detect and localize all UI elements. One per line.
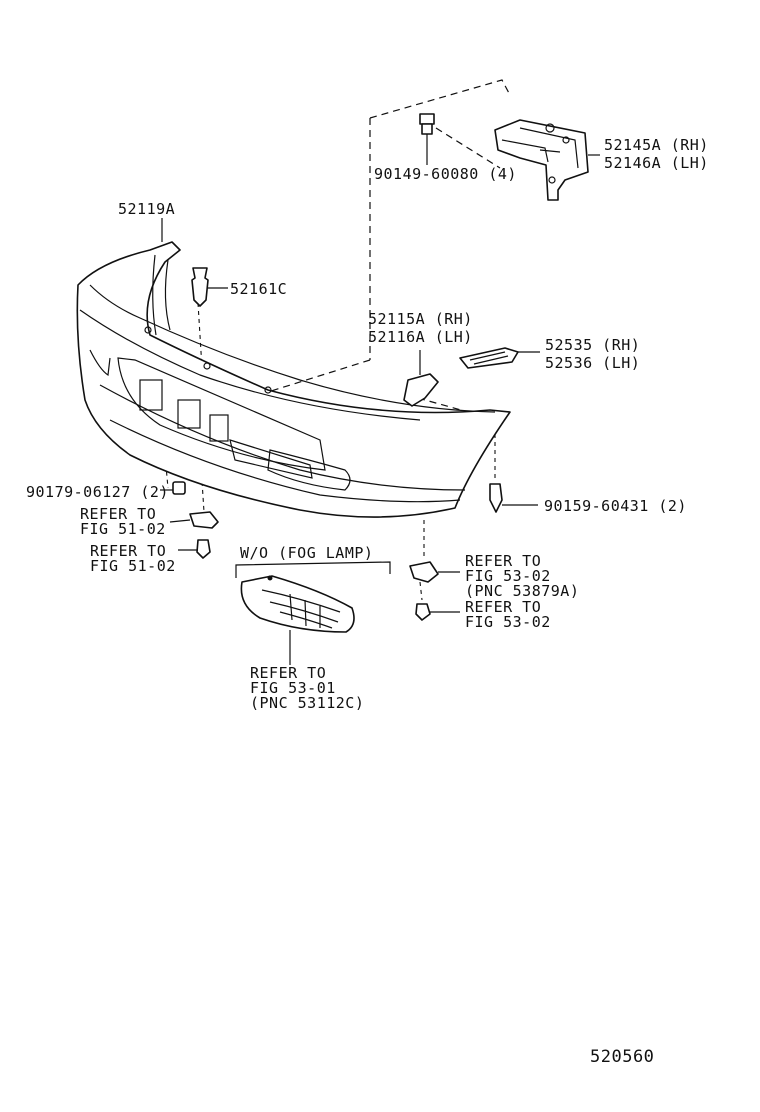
diagram-id: 520560 — [590, 1047, 655, 1067]
label-refer3-a: REFER TO — [465, 552, 542, 570]
label-52116a: 52116A (LH) — [368, 328, 473, 346]
screw-90159 — [489, 483, 538, 513]
label-52536: 52536 (LH) — [545, 354, 641, 372]
label-refer5-c: (PNC 53112C) — [250, 694, 365, 712]
piece-52535 — [459, 347, 540, 369]
label-refer2-b: FIG 51-02 — [90, 557, 176, 575]
label-refer3-b: FIG 53-02 — [465, 567, 551, 585]
label-52535: 52535 (RH) — [545, 336, 641, 354]
label-refer5-a: REFER TO — [250, 664, 327, 682]
label-refer5-b: FIG 53-01 — [250, 679, 336, 697]
label-52161c: 52161C — [230, 280, 288, 298]
label-refer2-a: REFER TO — [90, 542, 167, 560]
bumper-cover — [76, 241, 511, 518]
label-52115a: 52115A (RH) — [368, 310, 473, 328]
label-refer4-a: REFER TO — [465, 598, 542, 616]
fog-cover — [240, 575, 355, 665]
nut-fig53-right — [409, 561, 460, 621]
clip-90179 — [160, 481, 186, 495]
label-refer1-a: REFER TO — [80, 505, 157, 523]
bracket-52145a — [494, 119, 589, 201]
label-52146a: 52146A (LH) — [604, 154, 709, 172]
bolt-90149 — [419, 113, 435, 165]
label-refer4-b: FIG 53-02 — [465, 613, 551, 631]
nut-fig51-left — [169, 511, 219, 559]
label-refer1-b: FIG 51-02 — [80, 520, 166, 538]
label-90179: 90179-06127 (2) — [26, 483, 169, 501]
retainer-52115a — [403, 350, 439, 407]
label-90159: 90159-60431 (2) — [544, 497, 687, 515]
wo-fog-lamp-bracket-line — [235, 561, 391, 578]
label-wo-fog-lamp: W/O (FOG LAMP) — [240, 544, 374, 562]
label-52119a: 52119A — [118, 200, 176, 218]
label-52145a: 52145A (RH) — [604, 136, 709, 154]
label-refer3-c: (PNC 53879A) — [465, 582, 580, 600]
clip-52161c — [191, 267, 228, 307]
label-90149: 90149-60080 (4) — [374, 165, 517, 183]
